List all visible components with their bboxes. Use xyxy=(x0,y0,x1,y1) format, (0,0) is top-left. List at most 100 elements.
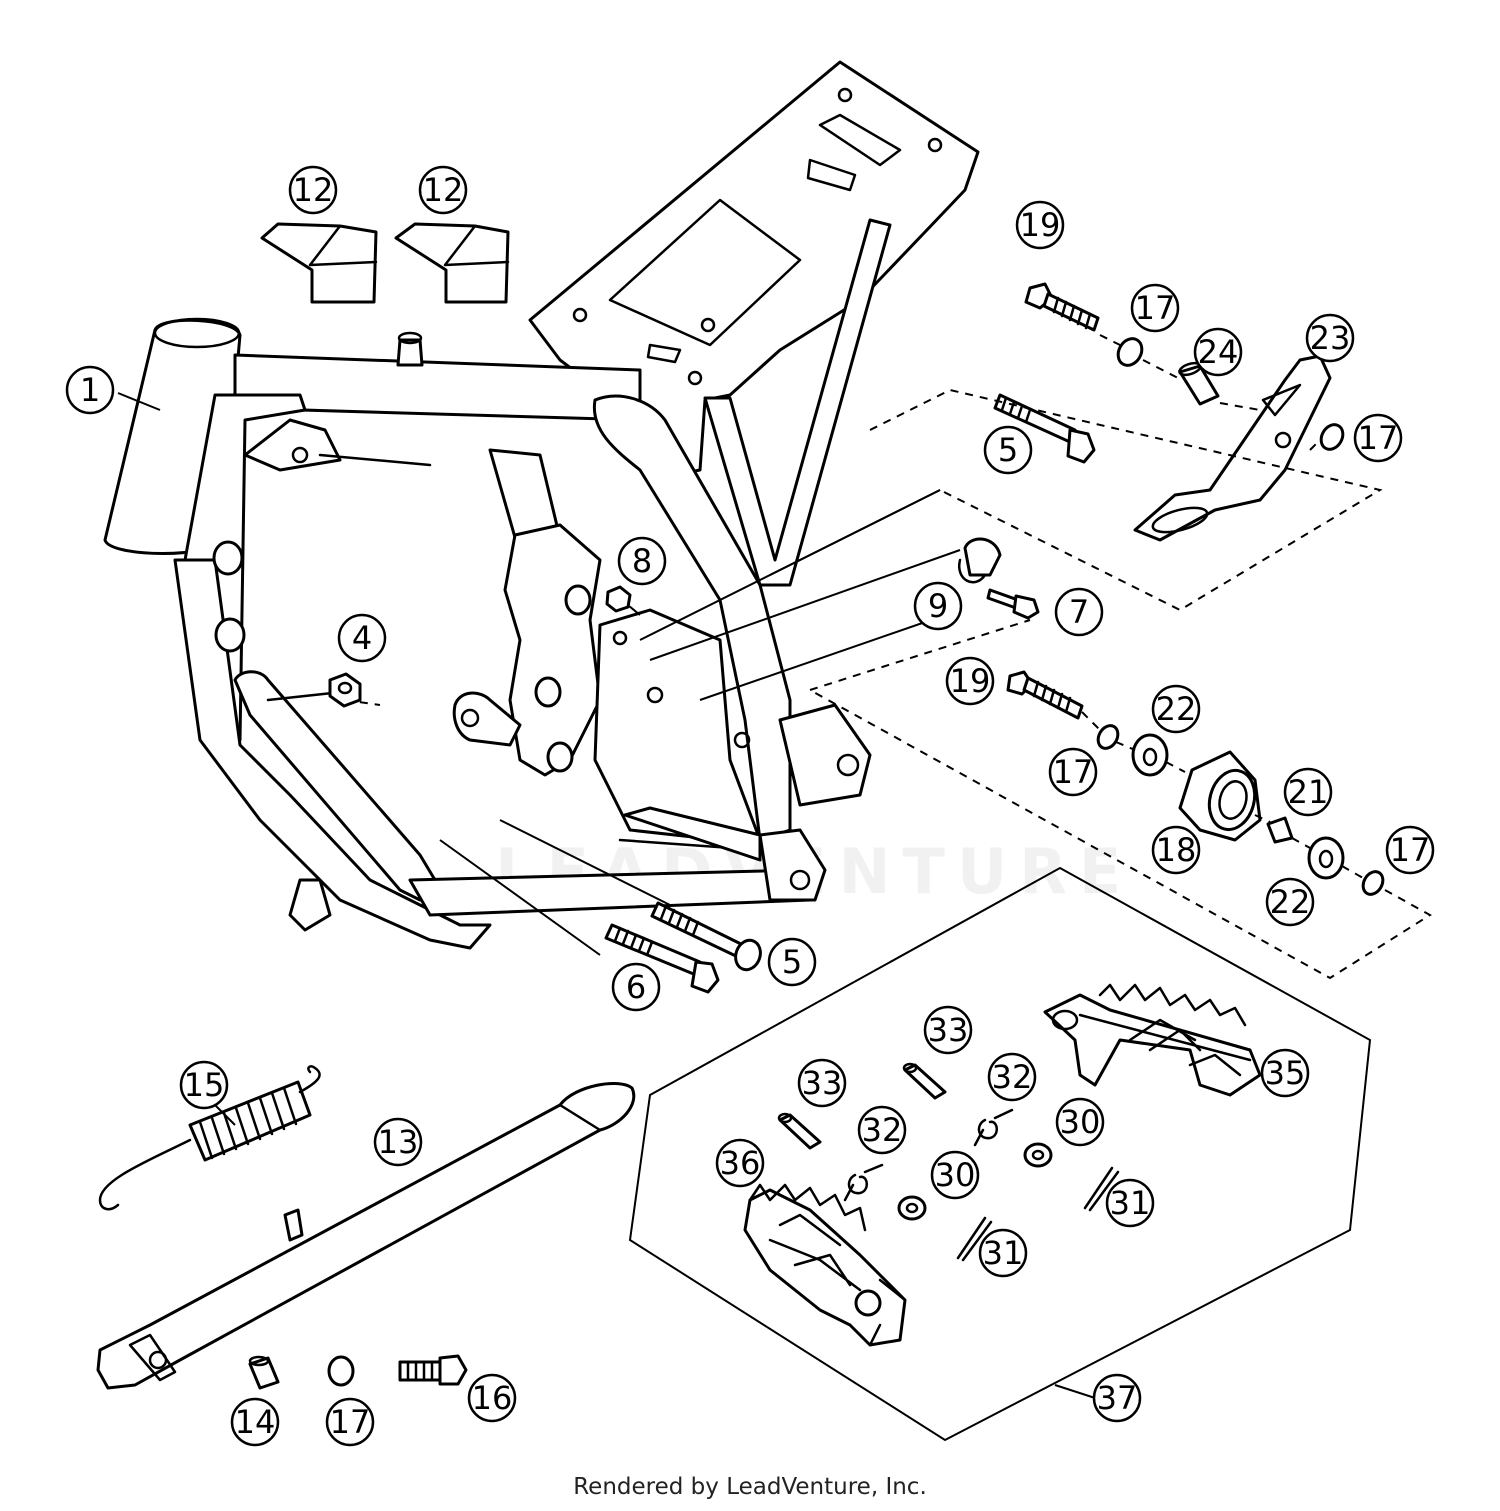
svg-text:31: 31 xyxy=(983,1234,1024,1272)
washer-30-lower xyxy=(897,1195,927,1221)
roller-18 xyxy=(1178,750,1262,842)
svg-text:14: 14 xyxy=(235,1403,276,1441)
callout-5-lower: 5 xyxy=(767,937,817,987)
callout-36: 36 xyxy=(715,1138,765,1188)
svg-text:17: 17 xyxy=(330,1403,371,1441)
callout-33-lower: 33 xyxy=(797,1058,847,1108)
callout-35: 35 xyxy=(1260,1048,1310,1098)
callout-23: 23 xyxy=(1305,313,1355,363)
callout-31-upper: 31 xyxy=(1105,1178,1155,1228)
svg-text:16: 16 xyxy=(472,1379,513,1417)
svg-text:8: 8 xyxy=(632,542,652,580)
callout-8: 8 xyxy=(617,536,667,586)
svg-text:5: 5 xyxy=(998,431,1018,469)
svg-text:17: 17 xyxy=(1135,289,1176,327)
callout-17-d: 17 xyxy=(1385,825,1435,875)
callout-4: 4 xyxy=(337,613,387,663)
footpeg-35 xyxy=(1043,983,1262,1097)
washer-17-lower xyxy=(1361,870,1385,896)
svg-text:15: 15 xyxy=(184,1066,225,1104)
callout-18: 18 xyxy=(1151,825,1201,875)
callout-22-lower: 22 xyxy=(1265,877,1315,927)
bolt-19-upper xyxy=(1024,282,1100,332)
nut-4 xyxy=(328,672,362,708)
washer-17-stand xyxy=(327,1355,355,1387)
bolt-6 xyxy=(604,923,720,994)
svg-text:19: 19 xyxy=(950,662,991,700)
washer-30-upper xyxy=(1023,1142,1053,1168)
svg-text:37: 37 xyxy=(1097,1379,1138,1417)
svg-text:5: 5 xyxy=(782,943,802,981)
callout-24: 24 xyxy=(1193,327,1243,377)
bolt-19-middle xyxy=(1006,670,1084,720)
svg-text:36: 36 xyxy=(720,1144,761,1182)
svg-text:19: 19 xyxy=(1020,206,1061,244)
sleeve-21 xyxy=(1266,816,1294,844)
footpeg-36 xyxy=(743,1183,907,1347)
frame xyxy=(103,60,980,950)
callout-17-a: 17 xyxy=(1130,283,1180,333)
callout-7: 7 xyxy=(1054,587,1104,637)
svg-text:22: 22 xyxy=(1270,883,1311,921)
svg-text:33: 33 xyxy=(802,1064,843,1102)
svg-text:22: 22 xyxy=(1156,690,1197,728)
callout-1: 1 xyxy=(65,365,115,415)
svg-text:32: 32 xyxy=(862,1111,903,1149)
callout-14: 14 xyxy=(230,1397,280,1447)
svg-text:30: 30 xyxy=(935,1156,976,1194)
callout-30-lower: 30 xyxy=(930,1150,980,1200)
callout-6: 6 xyxy=(611,962,661,1012)
callout-33-upper: 33 xyxy=(923,1005,973,1055)
callout-22-upper: 22 xyxy=(1151,684,1201,734)
clamp-9 xyxy=(957,537,1002,584)
pin-33-lower xyxy=(777,1112,822,1150)
svg-text:32: 32 xyxy=(992,1058,1033,1096)
callout-9: 9 xyxy=(913,581,963,631)
washer-17-lever xyxy=(1319,423,1345,451)
svg-text:24: 24 xyxy=(1198,333,1239,371)
svg-text:23: 23 xyxy=(1310,319,1351,357)
bolt-5-lower xyxy=(650,901,762,972)
svg-text:18: 18 xyxy=(1156,831,1197,869)
nut-8 xyxy=(605,585,632,613)
callout-15: 15 xyxy=(179,1060,229,1110)
svg-text:12: 12 xyxy=(423,171,464,209)
callout-21: 21 xyxy=(1283,767,1333,817)
callout-5-upper: 5 xyxy=(983,425,1033,475)
spring-32-upper xyxy=(973,1108,1014,1147)
svg-text:17: 17 xyxy=(1358,419,1399,457)
svg-text:4: 4 xyxy=(352,619,372,657)
svg-text:30: 30 xyxy=(1060,1103,1101,1141)
pin-33-upper xyxy=(902,1062,947,1100)
washer-17-upper xyxy=(1116,337,1144,367)
svg-text:17: 17 xyxy=(1053,753,1094,791)
bolt-7 xyxy=(986,588,1040,620)
callout-31-lower: 31 xyxy=(978,1228,1028,1278)
cotter-pin-31-upper xyxy=(1083,1166,1120,1212)
bracket-12-right xyxy=(394,222,510,304)
svg-text:31: 31 xyxy=(1110,1184,1151,1222)
svg-text:1: 1 xyxy=(80,371,100,409)
svg-text:13: 13 xyxy=(378,1123,419,1161)
callout-17-b: 17 xyxy=(1353,413,1403,463)
svg-text:17: 17 xyxy=(1390,831,1431,869)
svg-text:21: 21 xyxy=(1288,773,1329,811)
callout-12-left: 12 xyxy=(288,165,338,215)
bushing-14 xyxy=(248,1355,280,1390)
callout-19-middle: 19 xyxy=(945,656,995,706)
spring-15 xyxy=(98,1065,321,1211)
washer-17-middle xyxy=(1096,724,1120,750)
callout-30-upper: 30 xyxy=(1055,1097,1105,1147)
callout-13: 13 xyxy=(373,1117,423,1167)
callout-17-c: 17 xyxy=(1048,747,1098,797)
svg-text:12: 12 xyxy=(293,171,334,209)
bushing-22-upper xyxy=(1131,733,1169,777)
lever-23 xyxy=(1133,354,1332,542)
callout-19-upper: 19 xyxy=(1015,200,1065,250)
side-stand-13 xyxy=(96,1081,636,1390)
callout-12-right: 12 xyxy=(418,165,468,215)
svg-text:35: 35 xyxy=(1265,1054,1306,1092)
bolt-5-upper xyxy=(993,393,1096,464)
cotter-pin-31-lower xyxy=(956,1216,993,1262)
